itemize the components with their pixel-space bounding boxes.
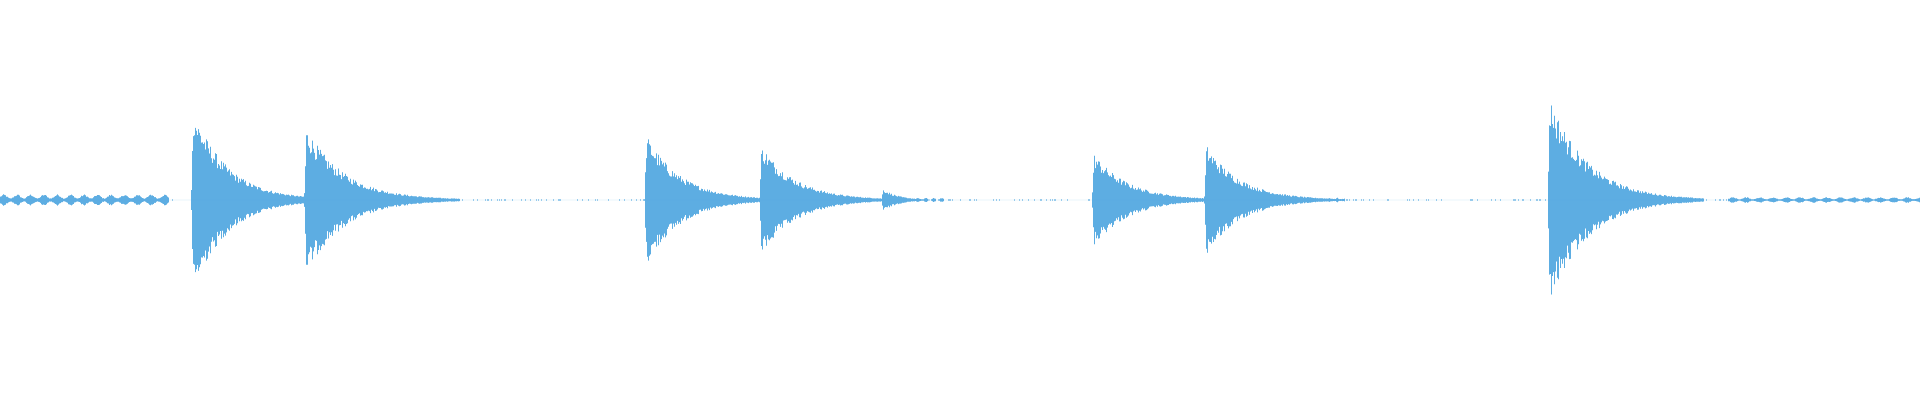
waveform-bars <box>0 105 1920 295</box>
waveform-trace <box>0 105 1920 295</box>
